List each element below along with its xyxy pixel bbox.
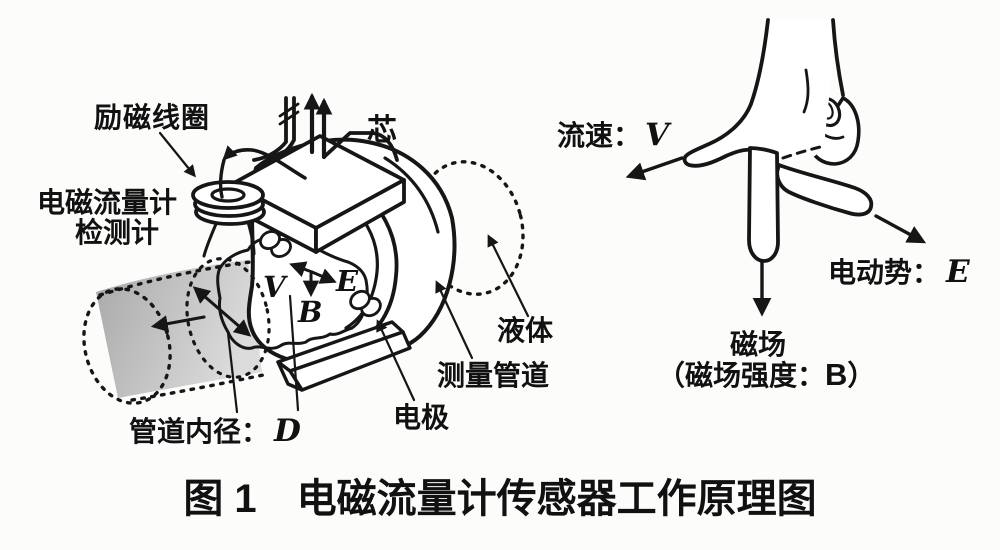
detector-label-line1: 电磁流量计 (37, 187, 177, 218)
field-strength-open: （磁场强度： (657, 359, 825, 391)
current-loop-arrow (222, 145, 307, 180)
velocity-label: 流速： (557, 120, 641, 151)
coil-wiring (218, 92, 399, 199)
v-symbol: V (263, 270, 288, 304)
palm-crease (802, 68, 810, 114)
middle-finger (775, 163, 874, 217)
measuring-pipe-label: 测量管道 (437, 359, 549, 391)
e-arrow (310, 268, 337, 284)
leader-excitation-coil (158, 131, 196, 178)
field-strength-close: ） (847, 359, 875, 391)
housing-back-rim-line (383, 156, 440, 234)
emf-label: 电动势： (828, 257, 940, 288)
leader-lines (158, 131, 530, 414)
e-symbol: E (335, 264, 359, 298)
pipe-right-end-dashed (415, 160, 525, 296)
diameter-double-arrow (192, 286, 252, 337)
index-finger (747, 146, 780, 263)
electrode-label: 电极 (393, 402, 449, 433)
figure-caption: 图 1 电磁流量计传感器工作原理图 (183, 477, 816, 521)
veb-vector-arrows (289, 261, 337, 298)
velocity-symbol: V (645, 117, 672, 153)
b-symbol: B (297, 295, 323, 329)
magnetic-field-label-line1: 磁场 (730, 329, 786, 360)
leader-diameter-left (226, 331, 239, 414)
leader-measuring-pipe (435, 280, 474, 360)
pipe-diameter-label: 管道内径： (129, 415, 269, 447)
electrode-side (349, 289, 382, 318)
magnetic-field-label-line2: （磁场强度：B） (657, 357, 875, 392)
flow-direction-arrow (150, 315, 206, 333)
liquid-label: 液体 (497, 315, 554, 346)
core-label: 芯 (367, 114, 397, 147)
detector-label-line2: 检测计 (75, 216, 159, 248)
v-arrow (289, 261, 314, 278)
wire-tick-marks (278, 102, 300, 126)
excitation-coil-label: 励磁线圈 (94, 102, 210, 133)
top-core-plate (230, 134, 406, 254)
arm-right-edge (831, 18, 845, 97)
emf-symbol: E (945, 254, 970, 290)
hand-arm-palm (682, 18, 845, 168)
pipe-left-end-dashed (82, 287, 172, 405)
leader-diameter-right (288, 294, 300, 412)
flowmeter-3d-diagram: 励磁线圈 电磁流量计 检测计 芯 V E B 液体 测量管道 电极 管道内径： … (37, 92, 554, 449)
hidden-edge-dashed (781, 144, 826, 160)
field-strength-symbol: B (825, 357, 847, 392)
leader-liquid (487, 234, 530, 318)
bore-dashed-ellipse (185, 257, 271, 379)
pipe-diameter-symbol: D (273, 413, 301, 449)
right-hand-rule-diagram: 流速： V 电动势： E 磁场 （磁场强度：B） (557, 18, 970, 392)
leader-electrode (376, 319, 416, 402)
thumb-outline (682, 18, 770, 168)
electrode-top (259, 230, 292, 258)
velocity-arrow (625, 156, 684, 181)
emf-arrow (874, 214, 927, 244)
